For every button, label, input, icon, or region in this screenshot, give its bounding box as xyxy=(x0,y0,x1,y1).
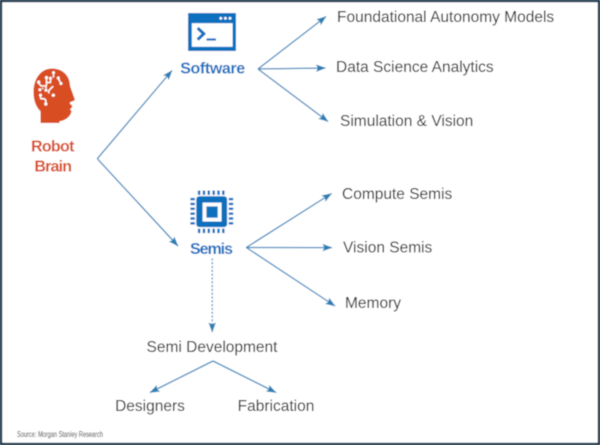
svg-text:Software: Software xyxy=(180,61,245,78)
svg-text:Vision Semis: Vision Semis xyxy=(343,240,433,257)
svg-text:Semi Development: Semi Development xyxy=(147,339,279,356)
svg-text:Foundational Autonomy Models: Foundational Autonomy Models xyxy=(337,9,554,26)
svg-text:Semis: Semis xyxy=(190,241,233,258)
svg-text:Robot: Robot xyxy=(31,138,75,155)
svg-text:Source: Morgan Stanley Researc: Source: Morgan Stanley Research xyxy=(17,430,103,439)
svg-text:Brain: Brain xyxy=(34,159,72,176)
svg-text:Fabrication: Fabrication xyxy=(238,398,315,415)
svg-text:Simulation & Vision: Simulation & Vision xyxy=(340,113,473,130)
svg-text:Designers: Designers xyxy=(115,398,185,415)
svg-text:Compute Semis: Compute Semis xyxy=(342,186,453,203)
svg-text:Memory: Memory xyxy=(345,295,401,312)
svg-text:Data Science Analytics: Data Science Analytics xyxy=(336,59,494,76)
